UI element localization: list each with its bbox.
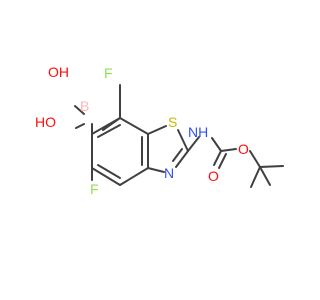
bond-layer xyxy=(74,84,284,188)
oh-bottom-oxygen: O xyxy=(45,114,56,130)
bond xyxy=(147,167,165,173)
bond xyxy=(187,136,200,152)
bond xyxy=(147,125,167,135)
atom-layer: OH HO B F F S N NH O O xyxy=(35,64,249,197)
bond xyxy=(75,123,85,129)
carbonyl-oxygen-label: O xyxy=(208,168,219,184)
hydroxyl-bottom-label: HO xyxy=(35,114,56,130)
bond xyxy=(91,117,121,135)
bond xyxy=(175,150,189,168)
bond xyxy=(218,153,227,169)
fluoro-top-label: F xyxy=(104,65,113,81)
bond xyxy=(249,150,261,168)
molecule-structure: OH HO B F F S N NH O O xyxy=(35,64,284,197)
hydroxyl-top-label: OH xyxy=(48,64,69,80)
bond xyxy=(119,167,149,186)
sulfur-label: S xyxy=(168,114,177,130)
amide-nh-label: NH xyxy=(188,124,208,140)
bond xyxy=(220,148,237,152)
oh-top-oxygen: O xyxy=(48,64,59,80)
boron-label: B xyxy=(80,98,89,114)
bond xyxy=(97,164,121,179)
fluoro-bottom-label: F xyxy=(90,181,99,197)
bond xyxy=(250,166,261,188)
bond xyxy=(259,166,271,186)
ester-oxygen-label: O xyxy=(238,141,249,157)
bond xyxy=(259,165,284,168)
bond xyxy=(97,124,121,138)
bond xyxy=(172,148,183,162)
oh-bottom-hydrogen: H xyxy=(35,114,45,130)
bond xyxy=(211,137,222,152)
bond xyxy=(177,129,189,152)
ring-nitrogen-label: N xyxy=(164,165,174,181)
bond xyxy=(119,117,149,135)
amide-hydrogen: H xyxy=(198,124,208,140)
bond xyxy=(74,105,85,115)
oh-top-hydrogen: H xyxy=(59,64,69,80)
amide-nitrogen: N xyxy=(188,124,198,140)
bond xyxy=(91,167,121,186)
structure-canvas: OH HO B F F S N NH O O xyxy=(35,64,284,197)
bond xyxy=(213,150,222,166)
